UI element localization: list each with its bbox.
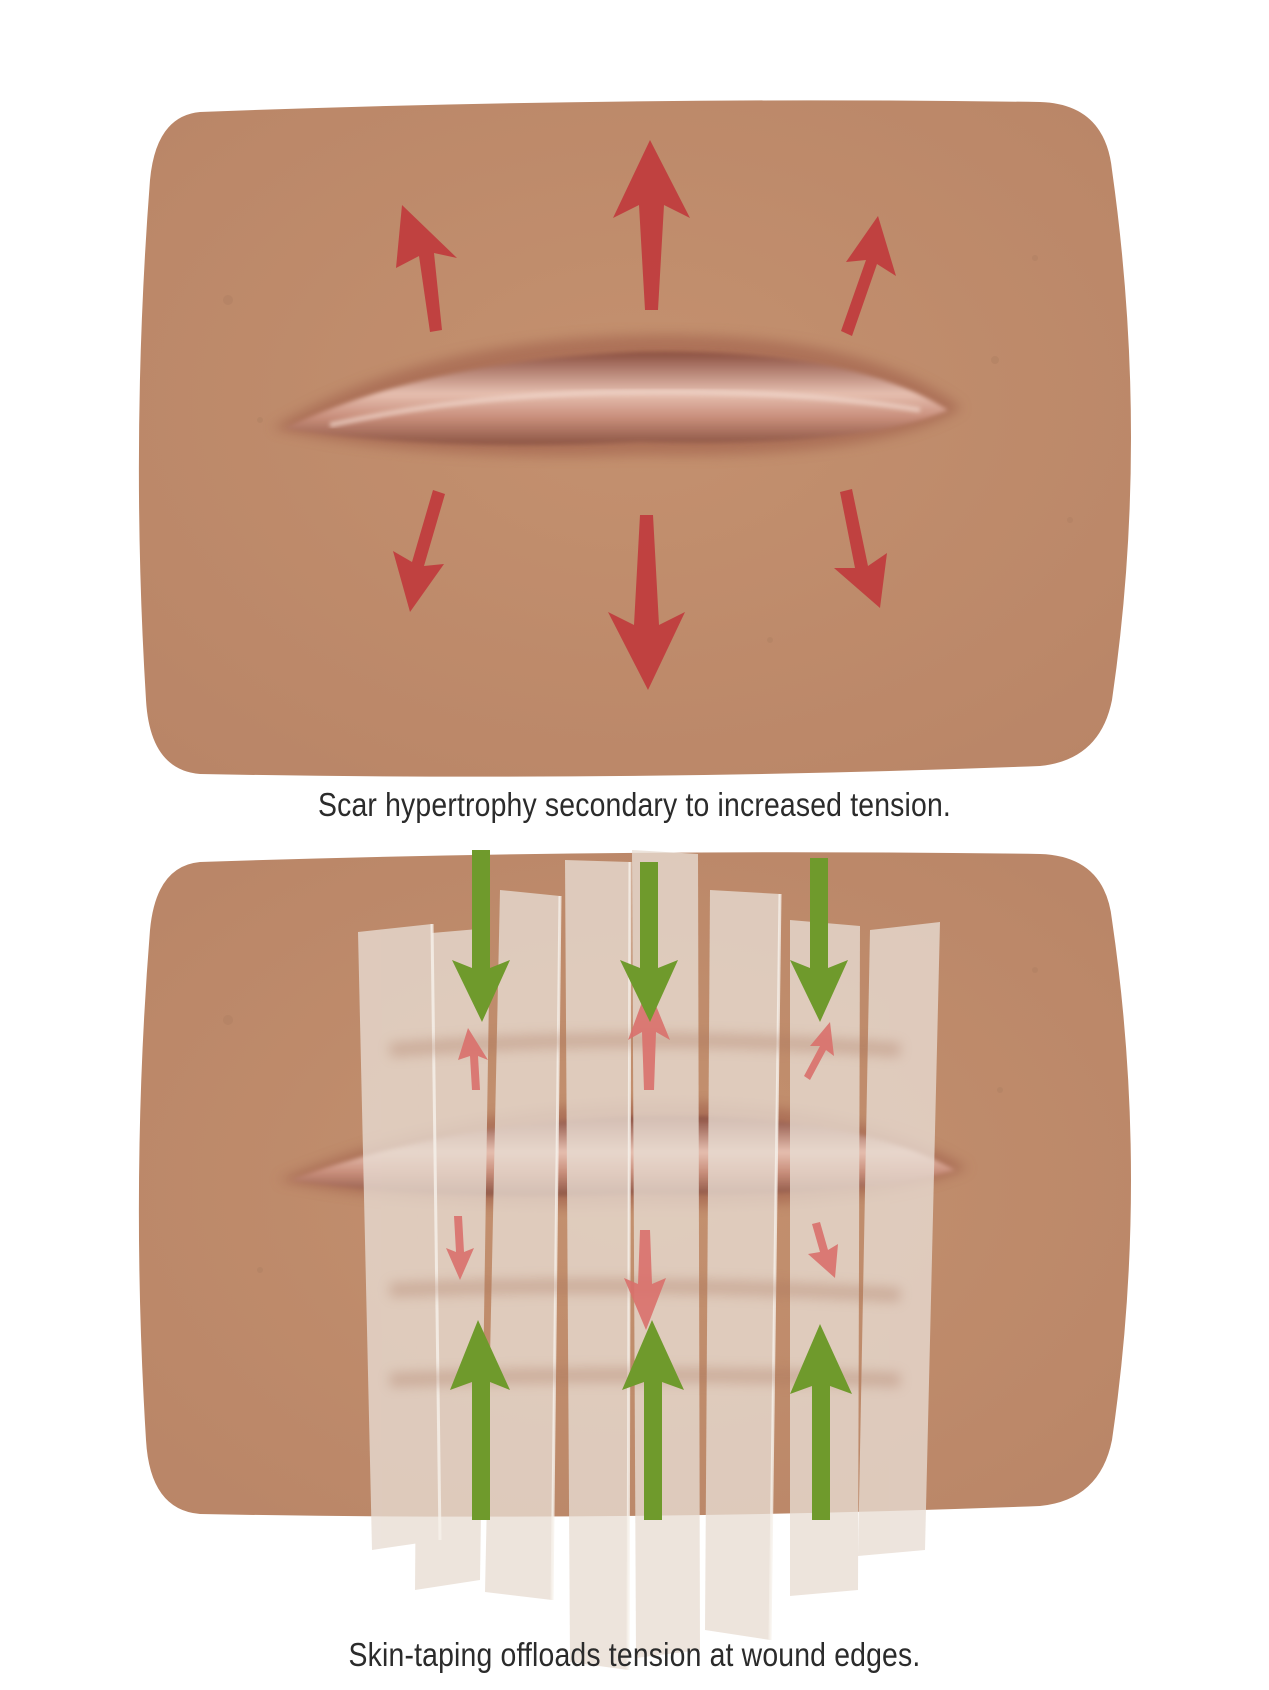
skin-mottling [223,255,1073,643]
tape-edges [430,861,782,1671]
small-arrow-down-left-icon [446,1216,474,1280]
small-arrow-up-left-icon [458,1028,488,1090]
tape-strip-4 [565,860,630,1670]
green-arrow-up-left-icon [450,1320,510,1520]
small-arrow-down-center-icon [624,1230,666,1330]
green-arrow-down-right-icon [790,858,848,1022]
small-arrow-up-right-icon [804,1022,834,1080]
caption-tension: Scar hypertrophy secondary to increased … [318,786,951,823]
tension-panel: Scar hypertrophy secondary to increased … [138,100,1131,823]
tape-strip-8 [858,922,940,1556]
tension-illustration [138,100,1131,777]
arrow-down-center-icon [608,515,685,690]
arrow-down-left-icon [393,490,445,612]
tape-strip-6 [705,890,780,1640]
arrow-up-center-icon [613,140,690,310]
hypertrophic-scar [272,334,962,457]
taping-panel: Skin-taping offloads tension at wound ed… [0,850,1269,1690]
green-arrow-down-center-icon [620,862,678,1022]
tape-strip-3 [485,890,560,1600]
arrow-up-right-icon [841,216,896,336]
arrow-up-left-icon [396,205,457,332]
green-arrow-up-center-icon [622,1320,684,1520]
small-arrow-down-right-icon [808,1222,838,1278]
green-arrow-down-left-icon [452,850,510,1022]
caption-taping: Skin-taping offloads tension at wound ed… [348,1636,921,1673]
arrow-down-right-icon [834,489,887,608]
small-arrow-up-center-icon [628,986,670,1090]
green-arrow-up-right-icon [790,1324,852,1520]
taping-illustration [138,850,1131,1671]
tension-arrows [393,140,896,690]
skin-mottling [223,967,1038,1273]
residual-tension-arrows [446,986,838,1330]
offloading-arrows [450,850,852,1520]
